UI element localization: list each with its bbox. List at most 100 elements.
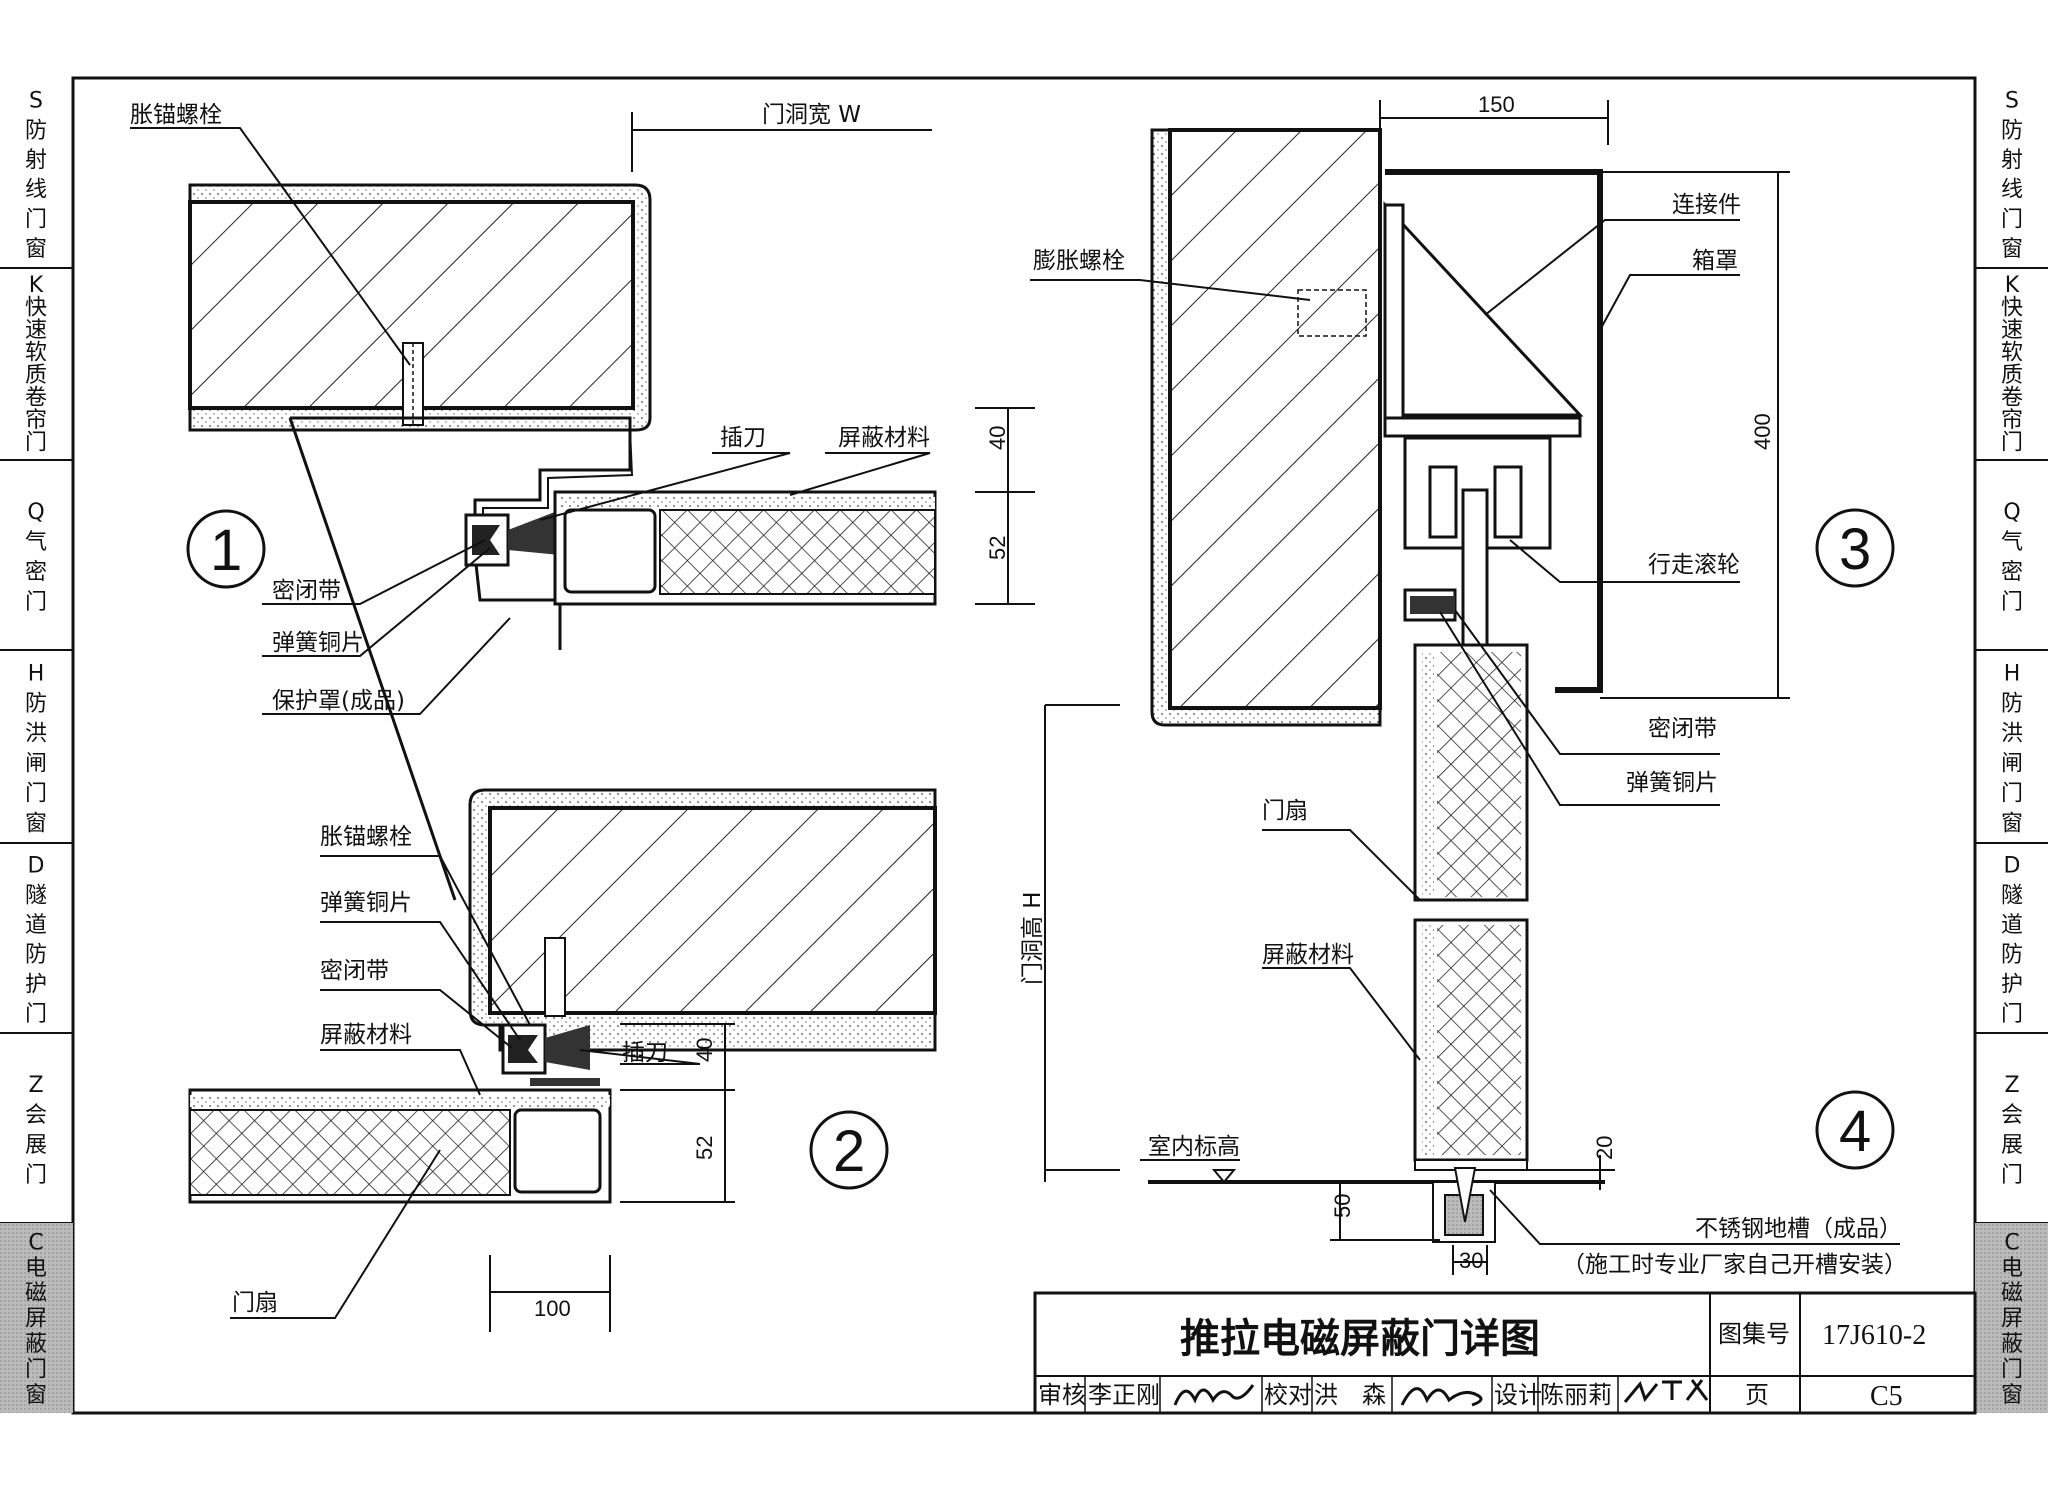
- label-door-height: 门洞高 H: [1020, 891, 1046, 985]
- tab-char: 洪: [25, 722, 47, 747]
- label-door-leaf-4: 门扇: [1262, 798, 1308, 824]
- tab-char: 道: [2001, 913, 2023, 938]
- title-block: [1033, 1291, 1977, 1415]
- detail-4: [1044, 704, 1900, 1275]
- label-protective-cover: 保护罩(成品): [272, 688, 405, 714]
- tab-code: H: [28, 662, 45, 687]
- tab-char: 软: [25, 341, 47, 366]
- dim-50: 50: [1330, 1194, 1355, 1218]
- detail-2: [188, 788, 937, 1332]
- detail-2-number: 2: [833, 1119, 865, 1184]
- label-ground-track-note: （施工时专业厂家自己开槽安装）: [1562, 1252, 1907, 1278]
- tab-char: 门: [2001, 431, 2023, 456]
- dim-20: 20: [1592, 1136, 1617, 1160]
- tab-char: 防: [25, 118, 47, 143]
- label-shield-material-4: 屏蔽材料: [1262, 942, 1354, 968]
- tab-char: 门: [25, 782, 47, 807]
- tab-char: 快: [25, 296, 47, 321]
- tab-char: 闸: [2001, 752, 2023, 777]
- signature-mark-2: [1400, 1387, 1483, 1407]
- tab-char: 速: [25, 318, 47, 343]
- side-tabs-right: S防射线门窗K快速软质卷帘门Q气密门H防洪闸门窗D隧道防护门Z会展门C电磁屏蔽门…: [1975, 89, 2048, 1413]
- dim-400: 400: [1750, 413, 1775, 450]
- tab-char: 防: [25, 943, 47, 968]
- drawing-title: 推拉电磁屏蔽门详图: [1180, 1316, 1540, 1362]
- tab-char: 射: [25, 148, 47, 173]
- tab-char: 窗: [2001, 1383, 2023, 1408]
- tab-char: 磁: [25, 1281, 47, 1306]
- dim-52-detail2: 52: [692, 1136, 717, 1160]
- label-blade-1: 插刀: [720, 425, 766, 451]
- design-label: 设计: [1494, 1381, 1542, 1409]
- tab-char: 展: [2001, 1133, 2023, 1158]
- tab-char: 门: [2001, 207, 2023, 232]
- review-name: 李正刚: [1088, 1381, 1160, 1409]
- detail-1-number: 1: [210, 518, 242, 583]
- atlas-label: 图集号: [1718, 1320, 1790, 1348]
- tab-char: 蔽: [25, 1332, 47, 1357]
- tab-char: 窗: [25, 1383, 47, 1408]
- label-box-cover: 箱罩: [1692, 248, 1738, 274]
- tab-code: K: [2005, 273, 2020, 298]
- detail-3: [1030, 100, 1895, 902]
- label-shield-material-2: 屏蔽材料: [320, 1022, 412, 1048]
- tab-char: 密: [2001, 560, 2023, 585]
- tab-char: 速: [2001, 318, 2023, 343]
- dim-100: 100: [534, 1296, 571, 1321]
- review-label: 审核: [1038, 1381, 1086, 1409]
- labels: 胀锚螺栓 门洞宽 W 插刀 屏蔽材料 密闭带 弹簧铜片 保护罩(成品) 40 5…: [130, 92, 1926, 1412]
- tab-char: 气: [2001, 530, 2023, 555]
- tab-char: 窗: [25, 812, 47, 837]
- label-shield-material-1: 屏蔽材料: [838, 425, 930, 451]
- label-spring-copper-1: 弹簧铜片: [272, 630, 364, 656]
- tab-char: 门: [25, 207, 47, 232]
- label-connector: 连接件: [1672, 192, 1741, 218]
- label-blade-2: 插刀: [622, 1040, 668, 1066]
- tab-char: 隧: [25, 883, 47, 908]
- tab-char: 快: [2001, 296, 2023, 321]
- dim-52-detail1: 52: [985, 536, 1010, 560]
- label-door-leaf-2: 门扇: [232, 1290, 278, 1316]
- label-roller: 行走滚轮: [1648, 552, 1740, 578]
- tab-char: 屏: [25, 1307, 47, 1332]
- tab-char: 电: [25, 1256, 47, 1281]
- label-anchor-bolt-1: 胀锚螺栓: [130, 102, 222, 128]
- signature-mark-1: [1173, 1384, 1255, 1406]
- tab-code: K: [29, 273, 44, 298]
- tab-char: 门: [25, 590, 47, 615]
- tab-char: 门: [25, 1002, 47, 1027]
- signature-mark-3: [1623, 1379, 1709, 1403]
- tab-code: S: [2005, 89, 2019, 114]
- tab-char: 窗: [2001, 237, 2023, 262]
- tab-char: 卷: [2001, 386, 2023, 411]
- dim-30: 30: [1459, 1248, 1483, 1273]
- check-name: 洪 森: [1314, 1381, 1386, 1409]
- label-seal-strip-3: 密闭带: [1648, 716, 1717, 742]
- dim-150: 150: [1478, 92, 1515, 117]
- tab-char: 护: [25, 972, 47, 997]
- label-seal-strip-1: 密闭带: [272, 578, 341, 604]
- label-spring-copper-3: 弹簧铜片: [1626, 770, 1718, 796]
- tab-char: 窗: [25, 237, 47, 262]
- tab-code: H: [2004, 662, 2021, 687]
- design-name: 陈丽莉: [1540, 1381, 1612, 1409]
- tab-char: 闸: [25, 752, 47, 777]
- detail-3-number: 3: [1839, 517, 1871, 582]
- tab-char: 门: [25, 1357, 47, 1382]
- tab-char: 窗: [2001, 812, 2023, 837]
- tab-char: 质: [25, 363, 47, 388]
- tab-char: 线: [25, 178, 47, 203]
- tab-code: C: [28, 1230, 43, 1255]
- tab-char: 洪: [2001, 722, 2023, 747]
- tab-char: 门: [2001, 590, 2023, 615]
- tab-code: Z: [28, 1073, 43, 1098]
- drawing-frame: [71, 76, 1977, 1415]
